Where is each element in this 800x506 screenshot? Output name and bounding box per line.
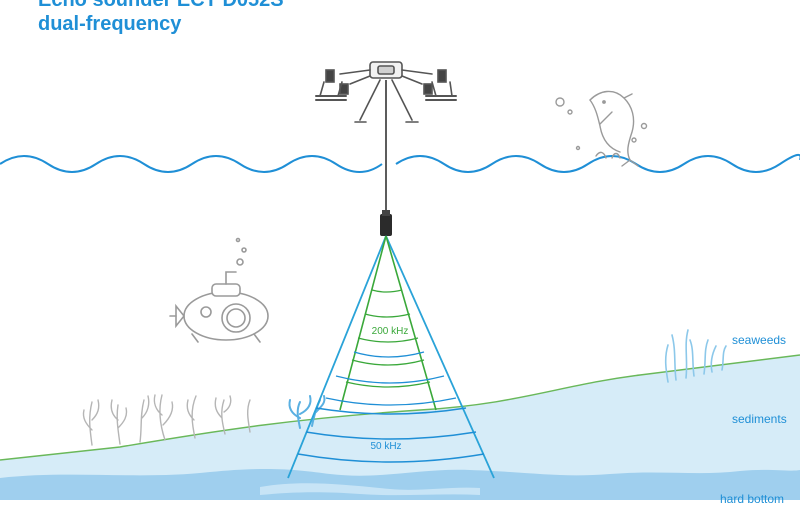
drone-icon (315, 61, 457, 123)
label-sediments: sediments (732, 412, 787, 426)
diagram-title: Echo sounder ECT D052S (38, 0, 284, 11)
water-surface (0, 153, 800, 173)
beam-50khz-outline (287, 235, 495, 479)
beam-200khz (339, 235, 437, 411)
transducer-icon (380, 210, 392, 236)
bottom-layer (0, 468, 800, 500)
label-200khz: 200 kHz (372, 326, 409, 337)
bottom-highlight (260, 483, 480, 496)
label-bottom: hard bottom (720, 492, 785, 506)
beam-200khz-outline (339, 235, 437, 411)
wave-left (0, 155, 383, 173)
label-50khz: 50 kHz (370, 441, 401, 452)
label-seaweeds: seaweeds (732, 333, 787, 347)
sediment-layer (0, 355, 800, 500)
coral-icon (82, 394, 251, 446)
seaweed-line (0, 354, 800, 461)
dolphin-icon (555, 90, 648, 167)
seaweed-icon (664, 329, 727, 383)
beam-outer-arcs (325, 351, 457, 406)
diagram-subtitle: dual-frequency (38, 13, 182, 35)
seabed (0, 354, 800, 500)
beam-50khz (287, 235, 495, 479)
submarine-icon (169, 237, 269, 343)
wave-right (395, 153, 800, 173)
